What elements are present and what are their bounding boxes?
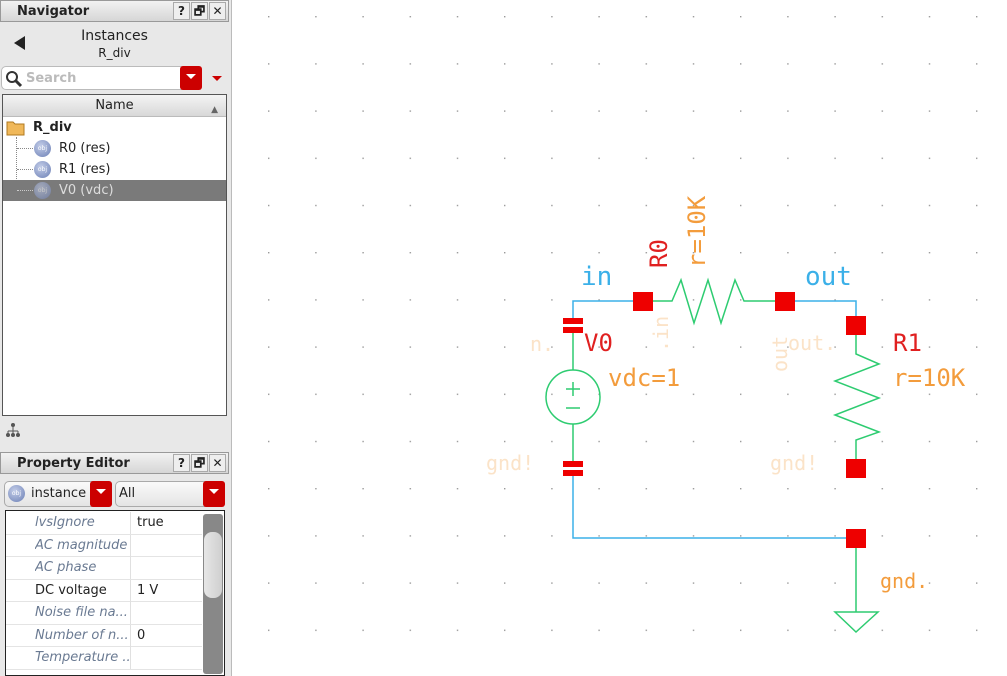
left-panel: Navigator ? 🗗 ✕ Instances R_div Search N… — [0, 0, 232, 676]
r1-name: R1 — [893, 329, 922, 357]
tree-label: R_div — [33, 120, 72, 135]
pins — [563, 292, 866, 548]
search-menu-arrow-icon[interactable] — [212, 76, 222, 81]
r1-param: r=10K — [893, 364, 966, 392]
property-row[interactable]: AC magnitude — [6, 534, 202, 557]
tree-label: R0 (res) — [59, 141, 111, 156]
property-row[interactable]: AC phase — [6, 557, 202, 580]
filter-select[interactable]: All — [115, 481, 225, 507]
cell-name: R_div — [98, 46, 131, 60]
property-table: lvsIgnore true AC magnitude AC phase DC v… — [5, 510, 225, 676]
pin-label: .in — [649, 316, 673, 352]
devices — [545, 277, 882, 634]
property-value[interactable] — [130, 647, 202, 669]
property-key: AC phase — [35, 560, 97, 575]
help-button[interactable]: ? — [173, 454, 190, 472]
tree-item-v0[interactable]: obj V0 (vdc) — [3, 180, 226, 201]
pin-label: gnd! — [486, 451, 534, 475]
v0-param: vdc=1 — [608, 364, 680, 392]
property-key: Number of n... — [35, 627, 129, 643]
float-button[interactable]: 🗗 — [191, 454, 208, 472]
net-label-in: in — [581, 262, 612, 292]
pin-label: out — [768, 336, 792, 372]
r1-resistor — [832, 325, 882, 468]
property-key: lvsIgnore — [35, 515, 95, 530]
search-options-button[interactable] — [180, 66, 202, 90]
property-row[interactable]: Noise file na... — [6, 602, 202, 625]
tree-label: V0 (vdc) — [59, 183, 114, 198]
property-key: DC voltage — [35, 582, 107, 598]
r0-resistor — [643, 277, 785, 326]
property-row[interactable]: Temperature ... — [6, 647, 202, 670]
property-row[interactable]: DC voltage 1 V — [6, 579, 202, 602]
property-key: Noise file na... — [35, 605, 128, 620]
help-button[interactable]: ? — [173, 2, 190, 20]
name-column-header[interactable]: Name ▲ — [3, 95, 226, 117]
sort-up-icon: ▲ — [211, 105, 218, 115]
close-button[interactable]: ✕ — [209, 454, 226, 472]
property-value[interactable] — [130, 602, 202, 624]
property-row[interactable]: lvsIgnore true — [6, 512, 202, 535]
net-label-out: out — [805, 262, 852, 292]
instance-icon: obj — [34, 140, 51, 157]
property-key: AC magnitude — [35, 537, 128, 553]
pin-label: n. — [530, 332, 554, 356]
pin-label: gnd! — [770, 451, 818, 475]
r0-param: r=10K — [683, 195, 711, 268]
pin-label: out. — [788, 331, 836, 355]
v0-name: V0 — [584, 329, 613, 357]
instance-icon: obj — [34, 161, 51, 178]
property-value[interactable]: 1 V — [130, 579, 202, 602]
back-arrow-icon[interactable] — [14, 36, 25, 50]
dropdown-arrow-icon[interactable] — [90, 481, 112, 507]
hierarchy-icon[interactable] — [5, 422, 21, 438]
scrollbar-thumb[interactable] — [204, 532, 222, 598]
property-editor-title: Property Editor — [17, 456, 130, 471]
float-button[interactable]: 🗗 — [191, 2, 208, 20]
instance-tree: Name ▲ R_div obj R0 (res) obj R1 (res) ob… — [2, 94, 227, 416]
close-button[interactable]: ✕ — [209, 2, 226, 20]
tree-label: R1 (res) — [59, 162, 111, 177]
navigator-title: Navigator — [17, 4, 90, 19]
property-value[interactable]: true — [130, 512, 202, 534]
navigator-titlebar: Navigator ? 🗗 ✕ — [0, 0, 229, 22]
gnd-label: gnd. — [880, 569, 928, 593]
tree-lines — [16, 137, 34, 191]
property-value[interactable] — [130, 534, 202, 557]
instance-icon: obj — [34, 182, 51, 199]
search-input[interactable]: Search — [1, 66, 202, 90]
filter-select-value: All — [119, 486, 136, 501]
property-editor-titlebar: Property Editor ? 🗗 ✕ — [0, 452, 229, 474]
folder-icon — [6, 121, 25, 136]
dropdown-arrow-icon[interactable] — [203, 481, 225, 507]
property-row[interactable]: Number of n...0 — [6, 624, 202, 647]
search-icon — [6, 71, 23, 88]
object-select[interactable]: obj instance ( — [4, 481, 112, 507]
ground-symbol — [833, 538, 880, 634]
search-placeholder: Search — [26, 71, 77, 86]
instances-title: Instances — [81, 28, 148, 44]
property-value[interactable]: 0 — [130, 624, 202, 647]
grid — [236, 0, 1007, 676]
tree-item-r-div[interactable]: R_div — [3, 117, 226, 138]
property-value[interactable] — [130, 557, 202, 579]
name-column-label: Name — [95, 98, 134, 113]
tree-item-r1[interactable]: obj R1 (res) — [3, 159, 226, 180]
scrollbar[interactable] — [203, 514, 223, 674]
r0-name: R0 — [645, 239, 673, 268]
instance-icon: obj — [8, 485, 25, 502]
object-select-value: instance ( — [31, 486, 96, 501]
schematic-canvas[interactable]: in out R0 r=10K V0 vdc=1 R1 r=10K gnd. n… — [236, 0, 1007, 676]
tree-item-r0[interactable]: obj R0 (res) — [3, 138, 226, 159]
property-key: Temperature ... — [35, 650, 130, 665]
